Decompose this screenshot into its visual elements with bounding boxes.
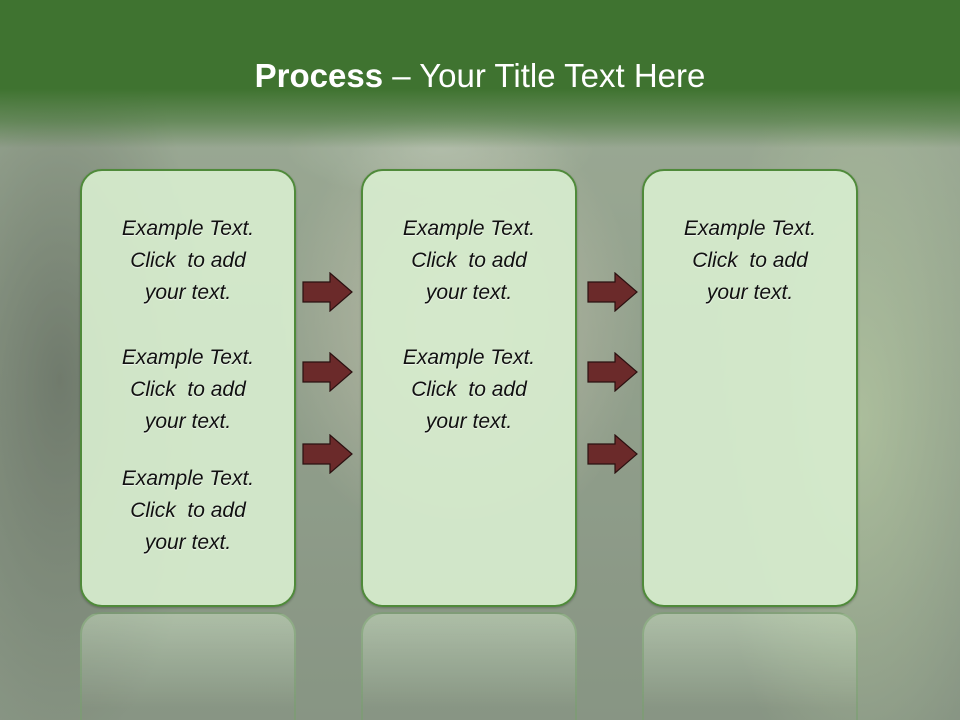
text-line: Click to add [692,249,808,272]
text-line: Example Text. [121,467,255,490]
text-line: your text. [144,410,232,433]
text-line: Example Text. [683,217,817,240]
box-reflection [642,612,858,720]
box-reflection [361,612,577,720]
text-placeholder[interactable]: Example Text. Click to add your text. [363,342,575,438]
text-placeholder[interactable]: Example Text. Click to add your text. [82,342,294,438]
right-arrow-icon [587,434,638,474]
slide-title[interactable]: Process – Your Title Text Here [0,56,960,96]
text-line: Click to add [130,499,246,522]
text-placeholder[interactable]: Example Text. Click to add your text. [82,213,294,309]
text-line: your text. [425,410,513,433]
right-arrow-icon [302,272,353,312]
title-strong: Process [254,57,384,94]
text-line: Example Text. [402,346,536,369]
text-line: your text. [706,281,794,304]
process-box-3[interactable]: Example Text. Click to add your text. [642,169,858,607]
right-arrow-icon [587,352,638,392]
text-placeholder[interactable]: Example Text. Click to add your text. [82,463,294,559]
process-box-1[interactable]: Example Text. Click to add your text. Ex… [80,169,296,607]
text-line: Example Text. [121,346,255,369]
text-line: your text. [425,281,513,304]
text-line: Click to add [411,378,527,401]
text-line: Click to add [130,249,246,272]
text-placeholder[interactable]: Example Text. Click to add your text. [644,213,856,309]
right-arrow-icon [302,352,353,392]
box-reflection [80,612,296,720]
right-arrow-icon [302,434,353,474]
text-line: Example Text. [121,217,255,240]
title-bar [0,0,960,148]
title-rest: – Your Title Text Here [383,57,706,94]
text-line: Click to add [411,249,527,272]
text-line: Click to add [130,378,246,401]
right-arrow-icon [587,272,638,312]
text-line: your text. [144,531,232,554]
text-placeholder[interactable]: Example Text. Click to add your text. [363,213,575,309]
text-line: your text. [144,281,232,304]
process-box-2[interactable]: Example Text. Click to add your text. Ex… [361,169,577,607]
text-line: Example Text. [402,217,536,240]
